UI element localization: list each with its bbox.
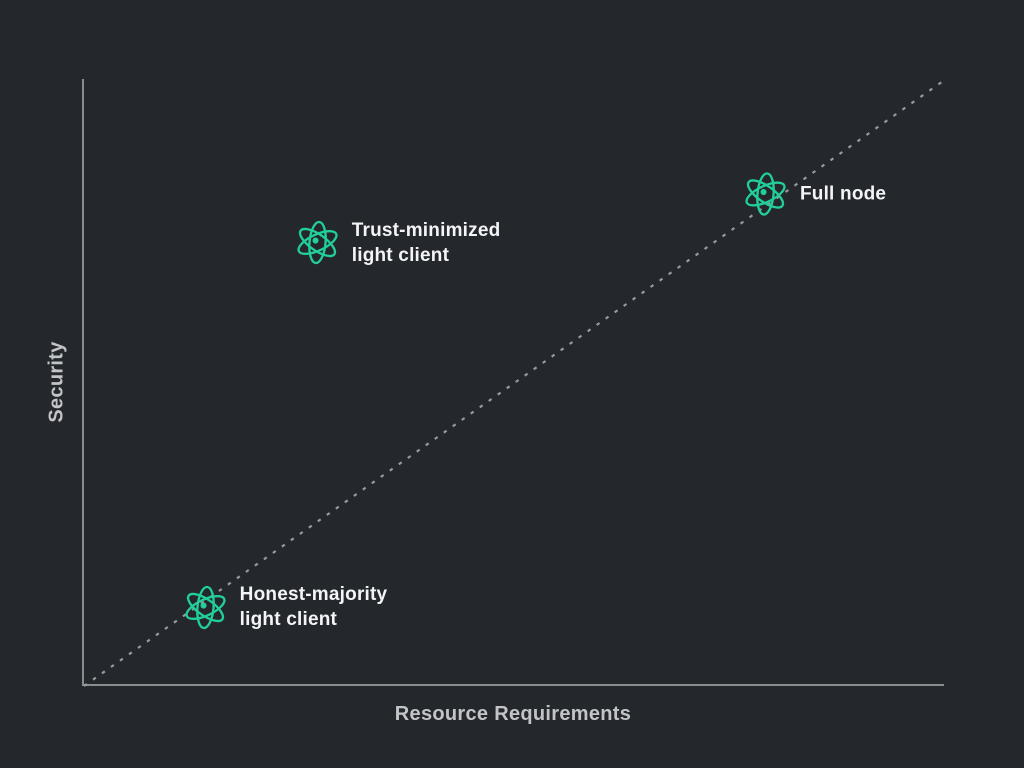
y-axis-label: Security [45,341,68,423]
x-axis-label: Resource Requirements [394,703,632,725]
data-point-label: Trust-minimized light client [351,219,501,266]
atom-icon [294,219,341,266]
data-point-trust-minimized-light-client: Trust-minimized light client [294,218,501,268]
data-point-label: Honest-majority light client [239,584,388,631]
data-point-full-node: Full node [742,171,886,218]
atom-icon [742,171,789,218]
atom-icon [182,584,229,631]
data-point-label: Full node [799,183,887,205]
data-point-honest-majority-light-client: Honest-majority light client [182,582,388,632]
plot-area: Honest-majority light client Trust-minim… [82,78,947,687]
